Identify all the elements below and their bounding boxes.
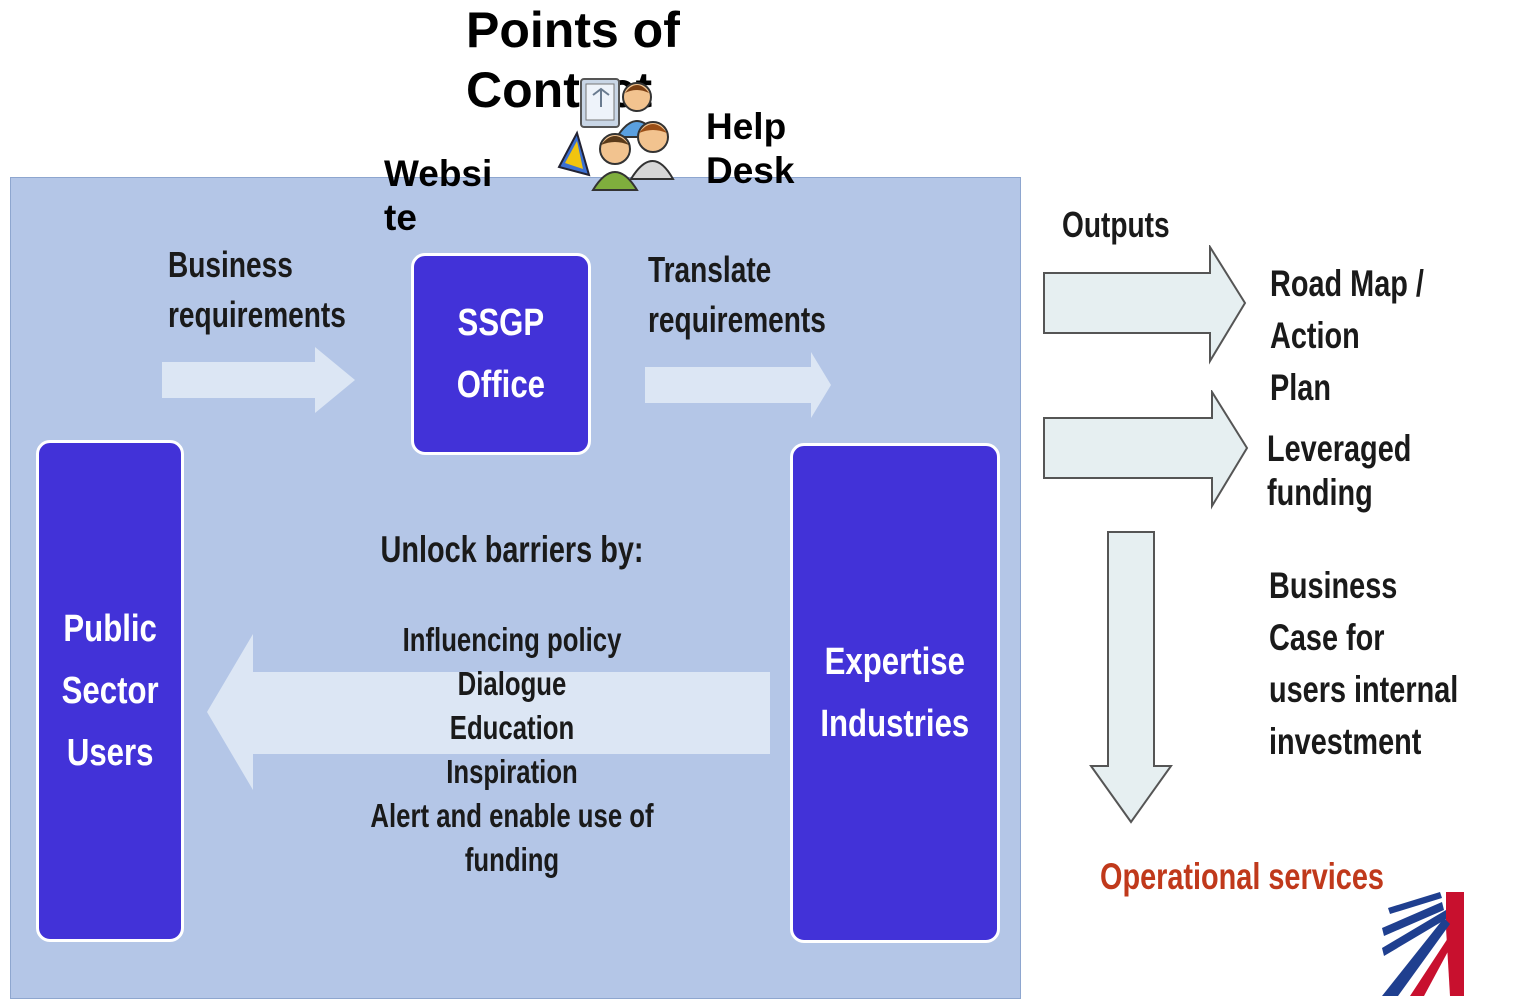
leveraged-funding-arrow: [1043, 390, 1249, 510]
logo-icon: [1382, 892, 1464, 996]
ssgp-office-box: SSGP Office: [411, 253, 591, 455]
unlock-barriers-title: Unlock barriers by:: [380, 529, 644, 570]
points-of-contact-title: Points of Contact: [466, 2, 680, 118]
unlock-barriers-arrow: [207, 634, 770, 790]
people-helpdesk-icon: [557, 78, 675, 191]
unlock-barriers-list: Influencing policy Dialogue Education In…: [370, 621, 654, 878]
ssgp-office-label: SSGP Office: [456, 302, 546, 406]
expertise-industries-box: Expertise Industries: [790, 443, 1000, 943]
operational-services-label: Operational services: [1100, 856, 1384, 897]
helpdesk-label: Help Desk: [706, 106, 795, 191]
business-requirements-arrow: [162, 347, 355, 413]
expertise-industries-label: Expertise Industries: [820, 641, 970, 745]
translate-requirements-label: Translate requirements: [648, 249, 826, 340]
road-map-label: Road Map / Action Plan: [1270, 263, 1424, 408]
translate-requirements-arrow: [645, 352, 831, 418]
business-requirements-label: Business requirements: [168, 244, 346, 335]
leveraged-funding-label: Leveraged funding: [1267, 428, 1412, 513]
public-sector-users-box: Public Sector Users: [36, 440, 184, 942]
business-case-arrow: [1089, 531, 1173, 824]
road-map-arrow: [1043, 245, 1247, 365]
business-case-label: Business Case for users internal investm…: [1269, 565, 1459, 762]
website-label: Websi te: [384, 153, 493, 238]
public-sector-users-label: Public Sector Users: [61, 608, 159, 774]
outputs-title: Outputs: [1062, 204, 1170, 245]
